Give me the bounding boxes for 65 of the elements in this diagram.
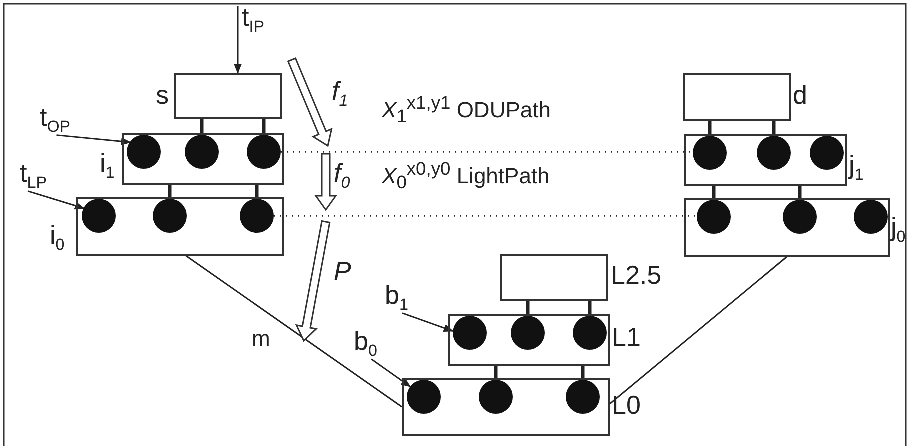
leader-label: t$_{IP}$ xyxy=(242,4,264,36)
port-dot xyxy=(783,200,817,234)
stem-line xyxy=(798,186,802,200)
leader-arrow xyxy=(28,190,85,210)
node-label: L0 xyxy=(612,392,641,418)
port-dot xyxy=(82,199,116,233)
stem-line xyxy=(526,301,530,316)
port-dot xyxy=(247,135,281,169)
leader-label: t$_{LP}$ xyxy=(20,160,47,192)
port-dot xyxy=(185,135,219,169)
stem-line xyxy=(200,119,204,135)
layer-box xyxy=(684,198,890,257)
layer-box xyxy=(402,378,610,436)
port-dot xyxy=(573,316,607,350)
port-dot xyxy=(757,136,791,170)
leader-label: b$_{0}$ xyxy=(354,328,378,360)
port-dot xyxy=(240,199,274,233)
port-dot xyxy=(697,200,731,234)
node-label: j$_{1}$ xyxy=(849,152,864,184)
layer-box xyxy=(500,254,608,301)
port-dot xyxy=(566,380,600,414)
node-label: s xyxy=(156,82,169,108)
stem-line xyxy=(588,301,592,316)
stem-line xyxy=(772,121,776,136)
port-dot xyxy=(153,199,187,233)
leader-label: t$_{OP}$ xyxy=(40,104,71,136)
flow-label: P xyxy=(334,258,352,284)
port-dot xyxy=(810,136,844,170)
link-line xyxy=(186,255,402,408)
leader-label: b$_{1}$ xyxy=(385,282,408,314)
port-dot xyxy=(854,200,888,234)
layer-box xyxy=(122,133,284,185)
layer-box xyxy=(76,197,284,256)
leader-arrow xyxy=(371,358,412,388)
port-dot xyxy=(479,380,513,414)
port-dot xyxy=(127,135,161,169)
stem-line xyxy=(494,366,498,380)
stem-line xyxy=(708,121,712,136)
node-label: i$_{0}$ xyxy=(50,222,65,254)
leader-arrow xyxy=(234,6,242,74)
stem-line xyxy=(712,186,716,200)
node-label: i$_{1}$ xyxy=(100,150,115,182)
node-label: L1 xyxy=(612,324,641,350)
layer-box xyxy=(683,73,791,121)
dotted-path-line xyxy=(281,151,693,153)
layer-box xyxy=(684,134,847,186)
flow-label: f$_{1}$ xyxy=(332,78,348,110)
flow-label: f$_{0}$ xyxy=(334,160,350,192)
stem-line xyxy=(581,366,585,380)
layer-box xyxy=(448,314,610,366)
port-dot xyxy=(407,380,441,414)
port-dot xyxy=(693,136,727,170)
leader-arrow xyxy=(402,312,454,332)
dotted-path-line xyxy=(274,215,697,217)
layer-box xyxy=(174,73,282,119)
node-label: d xyxy=(793,82,808,108)
node-label: L2.5 xyxy=(611,262,662,288)
node-label: j$_{0}$ xyxy=(891,214,906,246)
port-dot xyxy=(453,316,487,350)
stem-line xyxy=(255,185,259,199)
leader-arrow xyxy=(56,134,132,146)
link-line xyxy=(610,256,788,405)
port-dot xyxy=(511,316,545,350)
stem-line xyxy=(168,185,172,199)
stem-line xyxy=(262,119,266,135)
